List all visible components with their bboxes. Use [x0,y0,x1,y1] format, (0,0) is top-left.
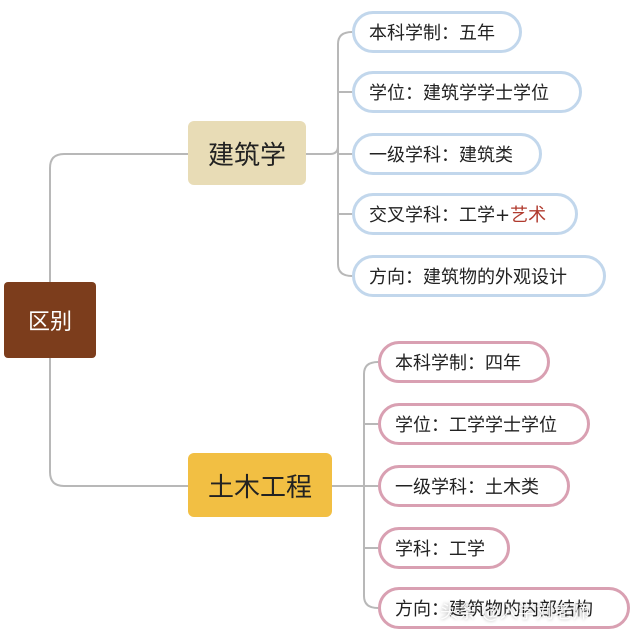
item-text: 本科学制：四年 [395,353,521,374]
connector-civil-leaf-5 [363,595,379,609]
civil-item-duration[interactable]: 本科学制：四年 [378,341,550,383]
item-text: 一级学科：建筑类 [369,145,513,166]
civil-item-subject[interactable]: 学科：工学 [378,527,510,569]
civil-item-discipline[interactable]: 一级学科：土木类 [378,465,570,507]
item-text: 方向：建筑物的内部结构 [395,599,593,620]
architecture-item-duration[interactable]: 本科学制：五年 [352,11,522,53]
item-text: 本科学制：五年 [369,23,495,44]
architecture-item-discipline[interactable]: 一级学科：建筑类 [352,133,542,175]
root-node[interactable]: 区别 [4,282,96,358]
connector-arch-leaf-1 [329,31,353,155]
civil-item-degree[interactable]: 学位：工学学士学位 [378,403,590,445]
connector-arch-leaf-5 [337,263,353,277]
connector-root-to-civil [49,358,188,487]
item-text: 学科：工学 [395,539,485,560]
branch-architecture-label: 建筑学 [207,140,286,171]
item-text: 一级学科：土木类 [395,477,539,498]
item-text: 方向：建筑物的外观设计 [369,267,567,288]
branch-civil-engineering[interactable]: 土木工程 [188,453,332,517]
connector-civil-leaf-1 [363,361,379,375]
root-label: 区别 [27,310,72,335]
item-text: 学位：建筑学学士学位 [369,83,549,104]
item-highlight-text: 艺术 [510,205,547,226]
item-text: 学位：工学学士学位 [395,415,557,436]
architecture-item-direction[interactable]: 方向：建筑物的外观设计 [352,255,606,297]
architecture-item-degree[interactable]: 学位：建筑学学士学位 [352,71,582,113]
architecture-item-cross-discipline[interactable]: 交叉学科：工学+艺术 [352,193,578,235]
branch-civil-engineering-label: 土木工程 [207,472,312,503]
item-text: 交叉学科：工学+ [369,205,511,226]
branch-architecture[interactable]: 建筑学 [188,121,306,185]
civil-item-direction[interactable]: 方向：建筑物的内部结构 [378,587,630,629]
watermark-text: 头条 @入学刘老师 [440,602,590,623]
connector-root-to-arch [49,153,188,282]
